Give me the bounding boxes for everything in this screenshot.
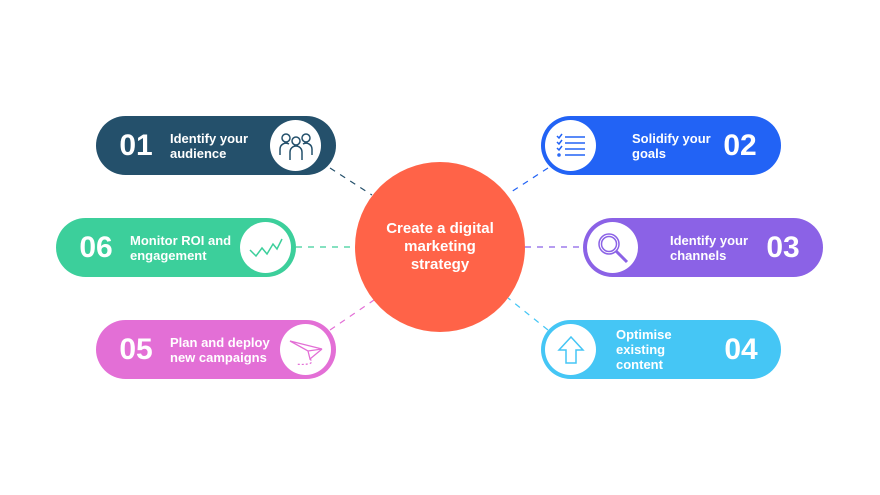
step-01: 01 Identify your audience bbox=[96, 116, 336, 175]
step-04: Optimise existing content 04 bbox=[541, 320, 781, 379]
step-number: 06 bbox=[79, 230, 113, 264]
step-number: 05 bbox=[119, 332, 153, 366]
step-number: 02 bbox=[723, 128, 757, 162]
paper-plane-icon bbox=[280, 324, 331, 375]
step-06: 06 Monitor ROI and engagement bbox=[56, 218, 296, 277]
connector-02 bbox=[507, 167, 549, 195]
people-icon bbox=[270, 120, 321, 171]
step-03: Identify your channels 03 bbox=[583, 218, 823, 277]
step-number: 03 bbox=[766, 230, 800, 264]
step-number: 04 bbox=[724, 332, 758, 366]
trend-line-icon bbox=[240, 222, 291, 273]
step-number: 01 bbox=[119, 128, 153, 162]
step-label: Optimise existing content bbox=[616, 327, 672, 372]
connector-04 bbox=[507, 297, 549, 331]
step-label: Plan and deploy new campaigns bbox=[170, 334, 270, 365]
magnifier-icon bbox=[587, 222, 638, 273]
step-02: Solidify your goals 02 bbox=[541, 116, 781, 175]
arrow-up-icon bbox=[545, 324, 596, 375]
connector-05 bbox=[329, 299, 375, 331]
step-label: Solidify your goals bbox=[632, 130, 711, 161]
connector-01 bbox=[329, 167, 373, 196]
step-05: 05 Plan and deploy new campaigns bbox=[96, 320, 336, 379]
center-title: Create a digital marketing strategy bbox=[386, 220, 494, 273]
center-circle: Create a digital marketing strategy bbox=[355, 162, 525, 332]
step-label: Identify your audience bbox=[170, 130, 249, 161]
step-label: Monitor ROI and engagement bbox=[130, 232, 232, 263]
step-label: Identify your channels bbox=[670, 232, 749, 263]
checklist-icon bbox=[545, 120, 596, 171]
